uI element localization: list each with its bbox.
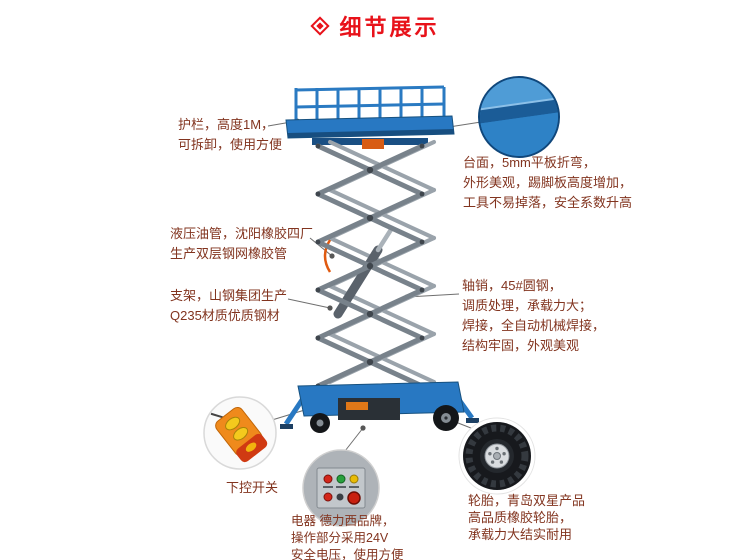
callout-line: 电器 德力西品牌， bbox=[291, 514, 395, 528]
hydraulic-hose bbox=[323, 239, 332, 273]
wheel-detail-circle bbox=[458, 417, 536, 495]
callout-lower-control-switch: 下控开关 bbox=[214, 478, 290, 498]
callout-line: 外形美观，踢脚板高度增加， bbox=[463, 175, 633, 190]
platform-deck bbox=[285, 115, 455, 149]
wheels bbox=[310, 405, 459, 433]
callout-line: 支架，山钢集团生产 bbox=[170, 288, 288, 303]
remote-detail-circle bbox=[203, 396, 277, 470]
callout-line: 生产双层钢网橡胶管 bbox=[170, 246, 288, 261]
scissor-mechanism bbox=[315, 140, 436, 389]
callout-line: 液压油管，沈阳橡胶四厂 bbox=[170, 226, 314, 241]
callout-line: 承载力大结实耐用 bbox=[468, 527, 573, 542]
callout-support-frame: 支架，山钢集团生产 Q235材质优质钢材 bbox=[170, 286, 287, 326]
page-title: 细节展示 bbox=[339, 15, 440, 40]
callout-line: 焊接，全自动机械焊接， bbox=[462, 318, 606, 333]
callout-line: 台面，5mm平板折弯， bbox=[463, 155, 596, 170]
callout-line: 轴销，45#圆钢， bbox=[462, 278, 562, 293]
diamond-icon bbox=[310, 16, 331, 36]
panel-detail-circle bbox=[302, 449, 380, 527]
callout-line: 下控开关 bbox=[225, 480, 278, 495]
scissor-lift bbox=[280, 85, 479, 433]
callout-line: 可拆卸，使用方便 bbox=[178, 137, 283, 152]
callout-axle-pin: 轴销，45#圆钢， 调质处理，承载力大； 焊接，全自动机械焊接， 结构牢固，外观… bbox=[462, 276, 605, 356]
callout-guardrail: 护栏，高度1M， 可拆卸，使用方便 bbox=[178, 115, 282, 155]
callout-tire: 轮胎，青岛双星产品 高品质橡胶轮胎， 承载力大结实耐用 bbox=[468, 492, 585, 543]
callout-line: 工具不易掉落，安全系数升高 bbox=[463, 195, 633, 210]
callout-electric-parts: 电器 德力西品牌， 操作部分采用24V 安全电压，使用方便 bbox=[291, 513, 404, 560]
page-header: 细节展示 bbox=[0, 10, 750, 42]
callout-line: 调质处理，承载力大； bbox=[462, 298, 593, 313]
callout-platform: 台面，5mm平板折弯， 外形美观，踢脚板高度增加， 工具不易掉落，安全系数升高 bbox=[463, 153, 632, 213]
callout-line: 高品质橡胶轮胎， bbox=[468, 510, 573, 525]
callout-line: 轮胎，青岛双星产品 bbox=[468, 493, 586, 508]
callout-line: 护栏，高度1M， bbox=[178, 117, 275, 132]
callout-line: 操作部分采用24V bbox=[291, 531, 389, 545]
chassis-base bbox=[280, 381, 479, 433]
callout-line: 结构牢固，外观美观 bbox=[462, 338, 580, 353]
callout-hydraulic-hose: 液压油管，沈阳橡胶四厂 生产双层钢网橡胶管 bbox=[170, 224, 313, 264]
callout-line: 安全电压，使用方便 bbox=[291, 548, 404, 560]
callout-line: Q235材质优质钢材 bbox=[170, 308, 280, 323]
guardrail bbox=[294, 85, 446, 122]
